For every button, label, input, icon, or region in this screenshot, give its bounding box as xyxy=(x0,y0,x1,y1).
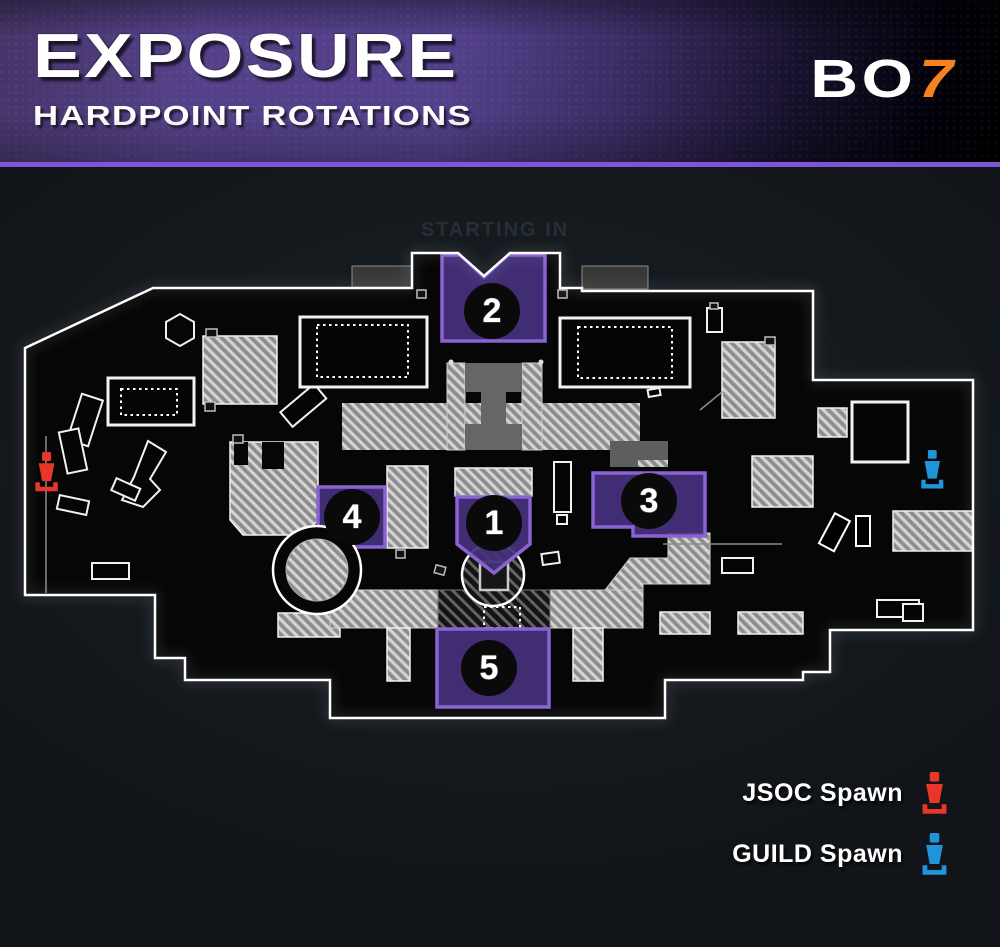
hardpoint-badge-2: 2 xyxy=(464,283,520,339)
spawn-legend: JSOC Spawn GUILD Spawn xyxy=(732,771,950,876)
legend-label-jsoc: JSOC Spawn xyxy=(742,778,903,807)
map-stage: STARTING IN xyxy=(0,167,1000,947)
hardpoint-badge-1: 1 xyxy=(466,495,522,551)
roof-slabs xyxy=(351,265,649,290)
logo-prefix: BO xyxy=(810,49,917,109)
legend-item-guild: GUILD Spawn xyxy=(732,832,950,876)
map-props-east xyxy=(659,400,973,635)
map-buildings-north xyxy=(298,289,776,419)
map-boundary xyxy=(23,251,975,720)
header-banner: EXPOSURE HARDPOINT ROTATIONS BO7 xyxy=(0,0,1000,162)
jsoc-spawn-icon xyxy=(922,771,947,814)
page-title: EXPOSURE xyxy=(33,22,459,91)
page-subtitle: HARDPOINT ROTATIONS xyxy=(33,100,472,131)
logo-suffix: 7 xyxy=(911,49,965,109)
bo7-logo: BO7 xyxy=(810,48,964,110)
map-center-structures xyxy=(329,359,711,682)
accent-divider xyxy=(0,162,1000,167)
legend-item-jsoc: JSOC Spawn xyxy=(742,771,950,815)
title-block: EXPOSURE HARDPOINT ROTATIONS xyxy=(33,26,471,130)
legend-label-guild: GUILD Spawn xyxy=(732,839,903,868)
map-props-west xyxy=(45,312,341,638)
guild-spawn-icon xyxy=(922,832,947,875)
map-canvas xyxy=(23,251,975,720)
starting-in-text: STARTING IN xyxy=(420,219,570,241)
hardpoint-badge-4: 4 xyxy=(324,489,380,545)
hardpoint-badge-3: 3 xyxy=(621,473,677,529)
rotunda xyxy=(271,524,363,616)
hardpoint-badge-5: 5 xyxy=(461,640,517,696)
